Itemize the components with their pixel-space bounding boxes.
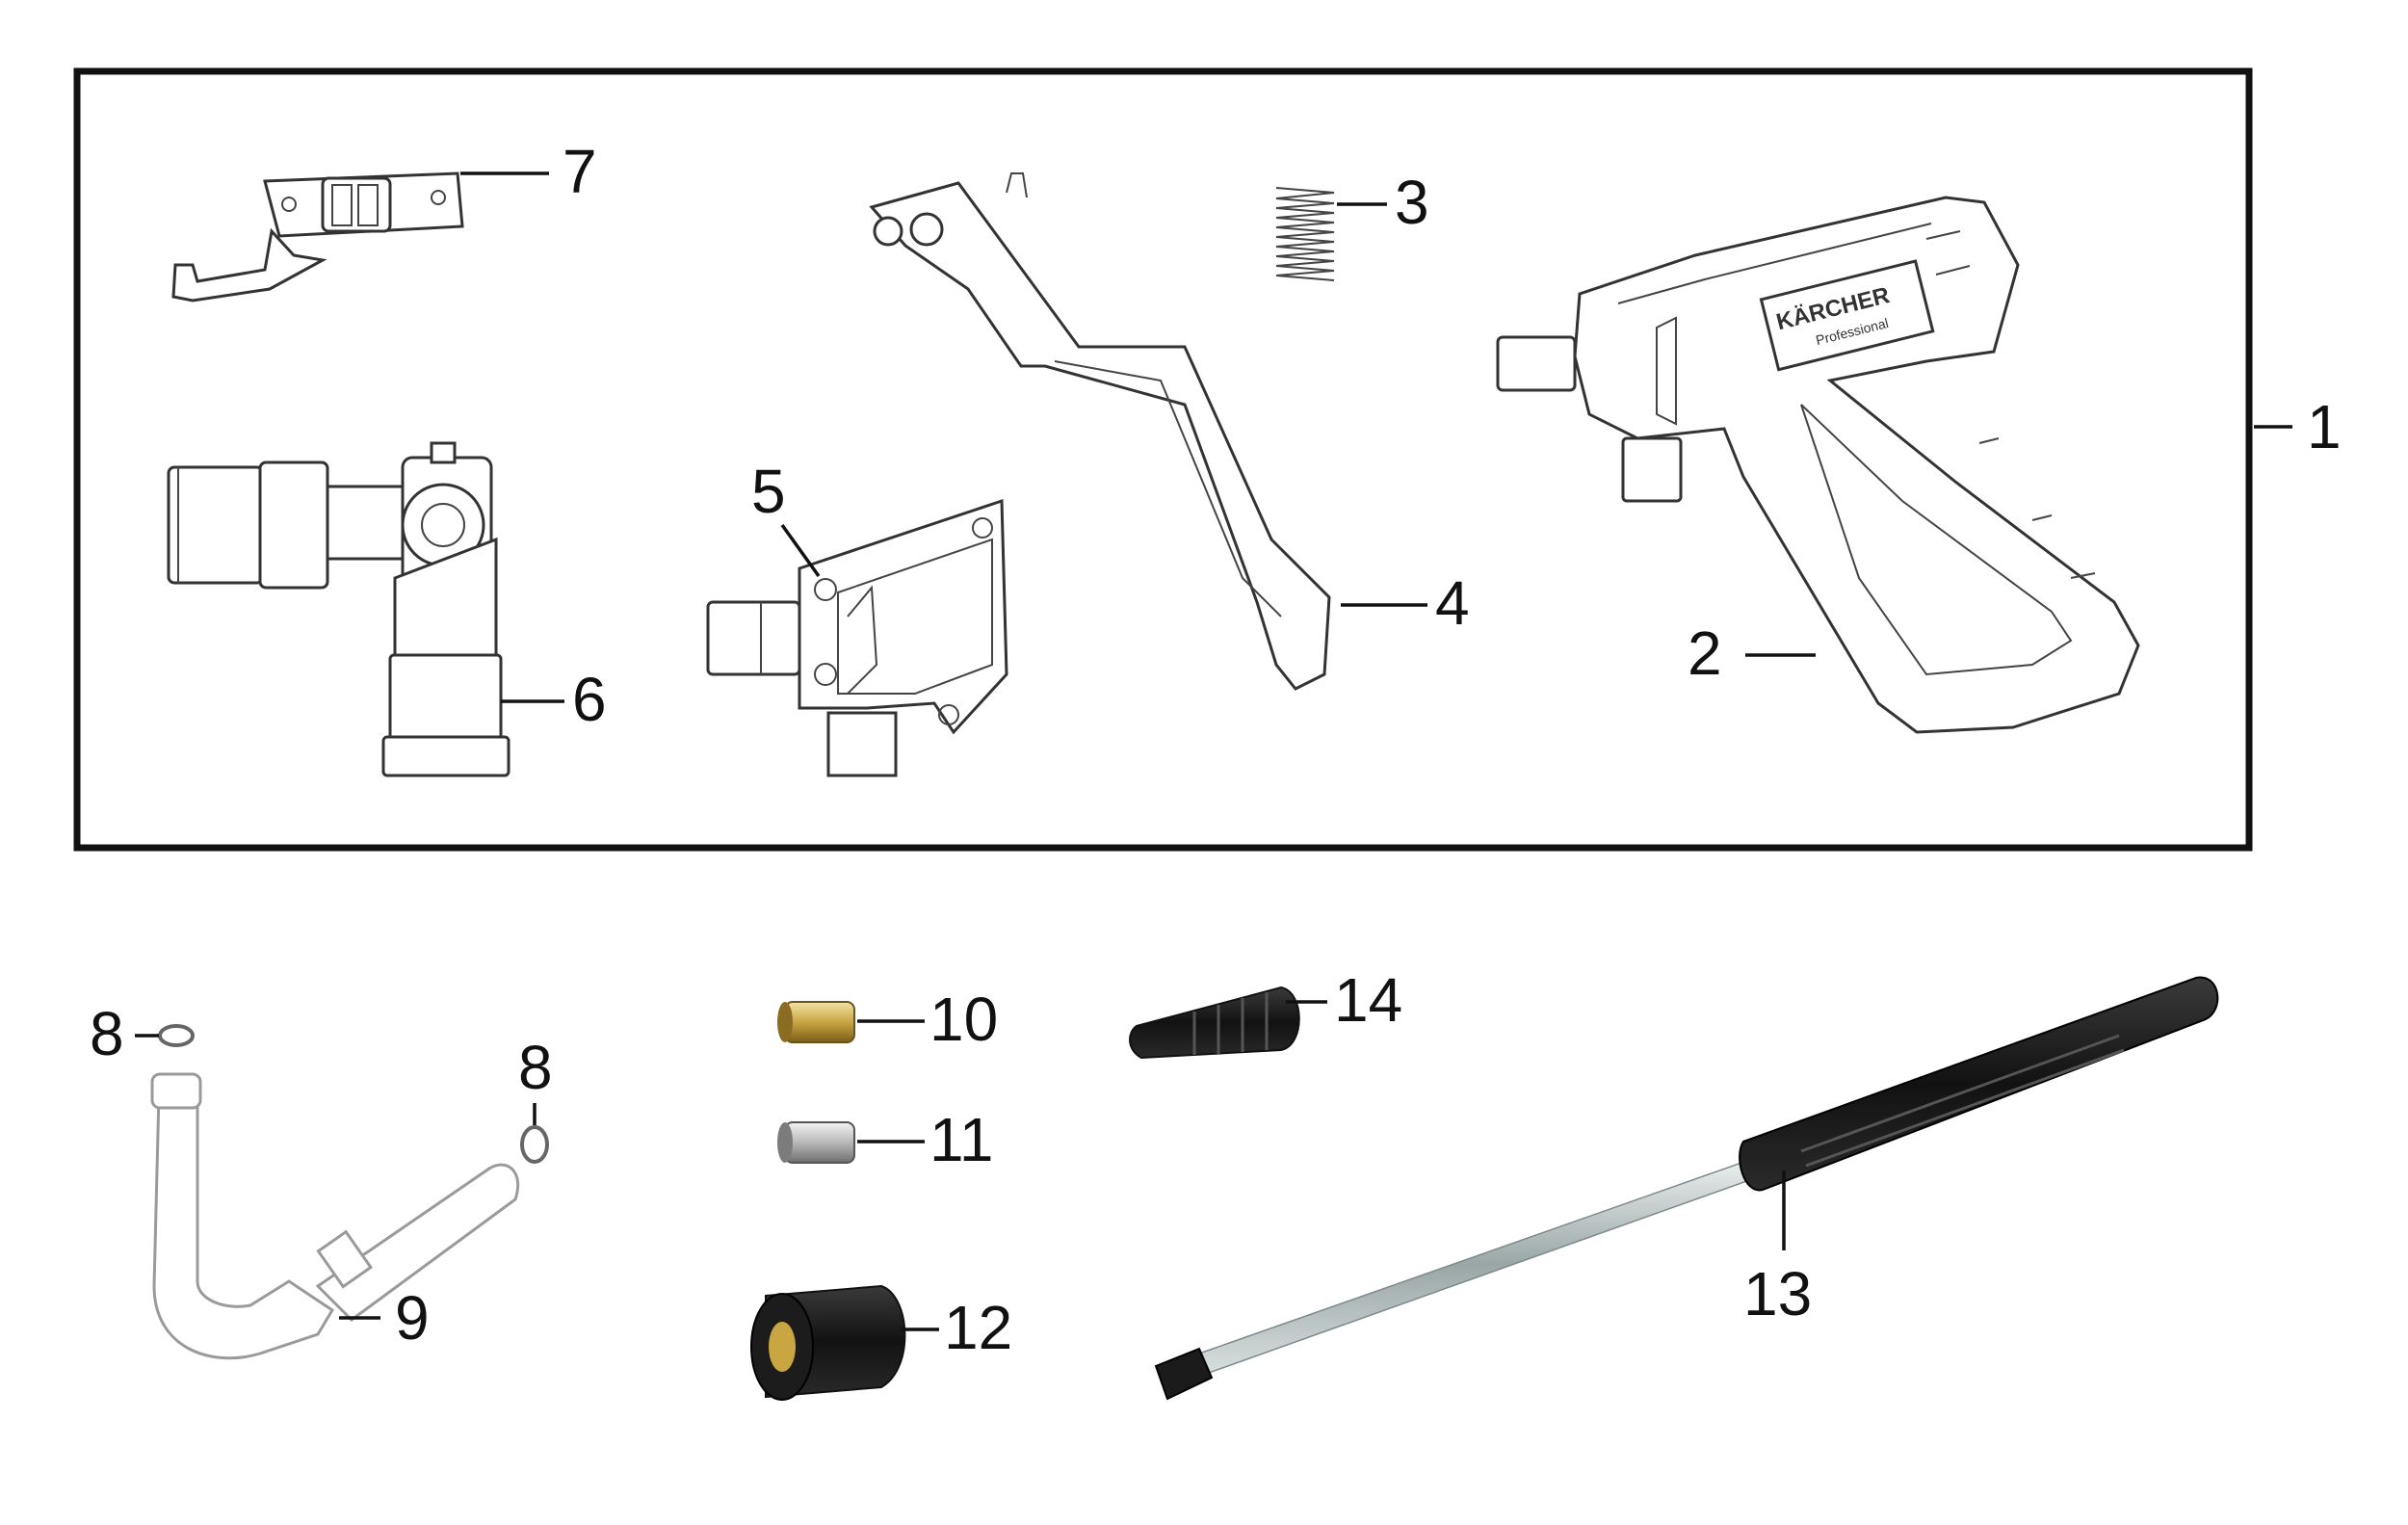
hose-connector-drawing (150, 1024, 549, 1360)
callout-4: 4 (1435, 568, 1470, 638)
callout-8-left: 8 (90, 999, 124, 1068)
callout-13: 13 (1743, 1259, 1812, 1328)
nozzle-steel-drawing (777, 1121, 855, 1164)
callout-7: 7 (563, 137, 597, 206)
spring-drawing (1275, 187, 1335, 281)
assembly-frame (73, 67, 2253, 852)
callout-12: 12 (944, 1293, 1012, 1362)
callout-9: 9 (395, 1283, 430, 1353)
trigger-drawing (869, 172, 1331, 691)
o-ring-right-icon (520, 1125, 549, 1164)
callout-11: 11 (929, 1105, 993, 1174)
callout-5: 5 (751, 457, 786, 526)
safety-catch-drawing (171, 171, 464, 302)
callout-6: 6 (572, 665, 607, 734)
callout-8-right: 8 (518, 1033, 553, 1102)
half-shell-drawing (706, 498, 1008, 777)
o-ring-left-icon (158, 1024, 195, 1047)
nozzle-brass-drawing (777, 1001, 855, 1043)
callout-3: 3 (1395, 168, 1429, 237)
callout-14: 14 (1334, 965, 1402, 1035)
valve-body-drawing (167, 441, 510, 777)
gun-grip-drawing: KÄRCHER Professional (1496, 196, 2140, 734)
callout-1: 1 (2307, 392, 2342, 461)
spray-lance-drawing (1154, 976, 2219, 1401)
nozzle-cap-drawing (750, 1284, 906, 1401)
callout-10: 10 (929, 985, 998, 1054)
rotary-nozzle-drawing (1129, 986, 1300, 1060)
callout-2: 2 (1688, 618, 1722, 688)
leader-line-5 (780, 523, 821, 578)
